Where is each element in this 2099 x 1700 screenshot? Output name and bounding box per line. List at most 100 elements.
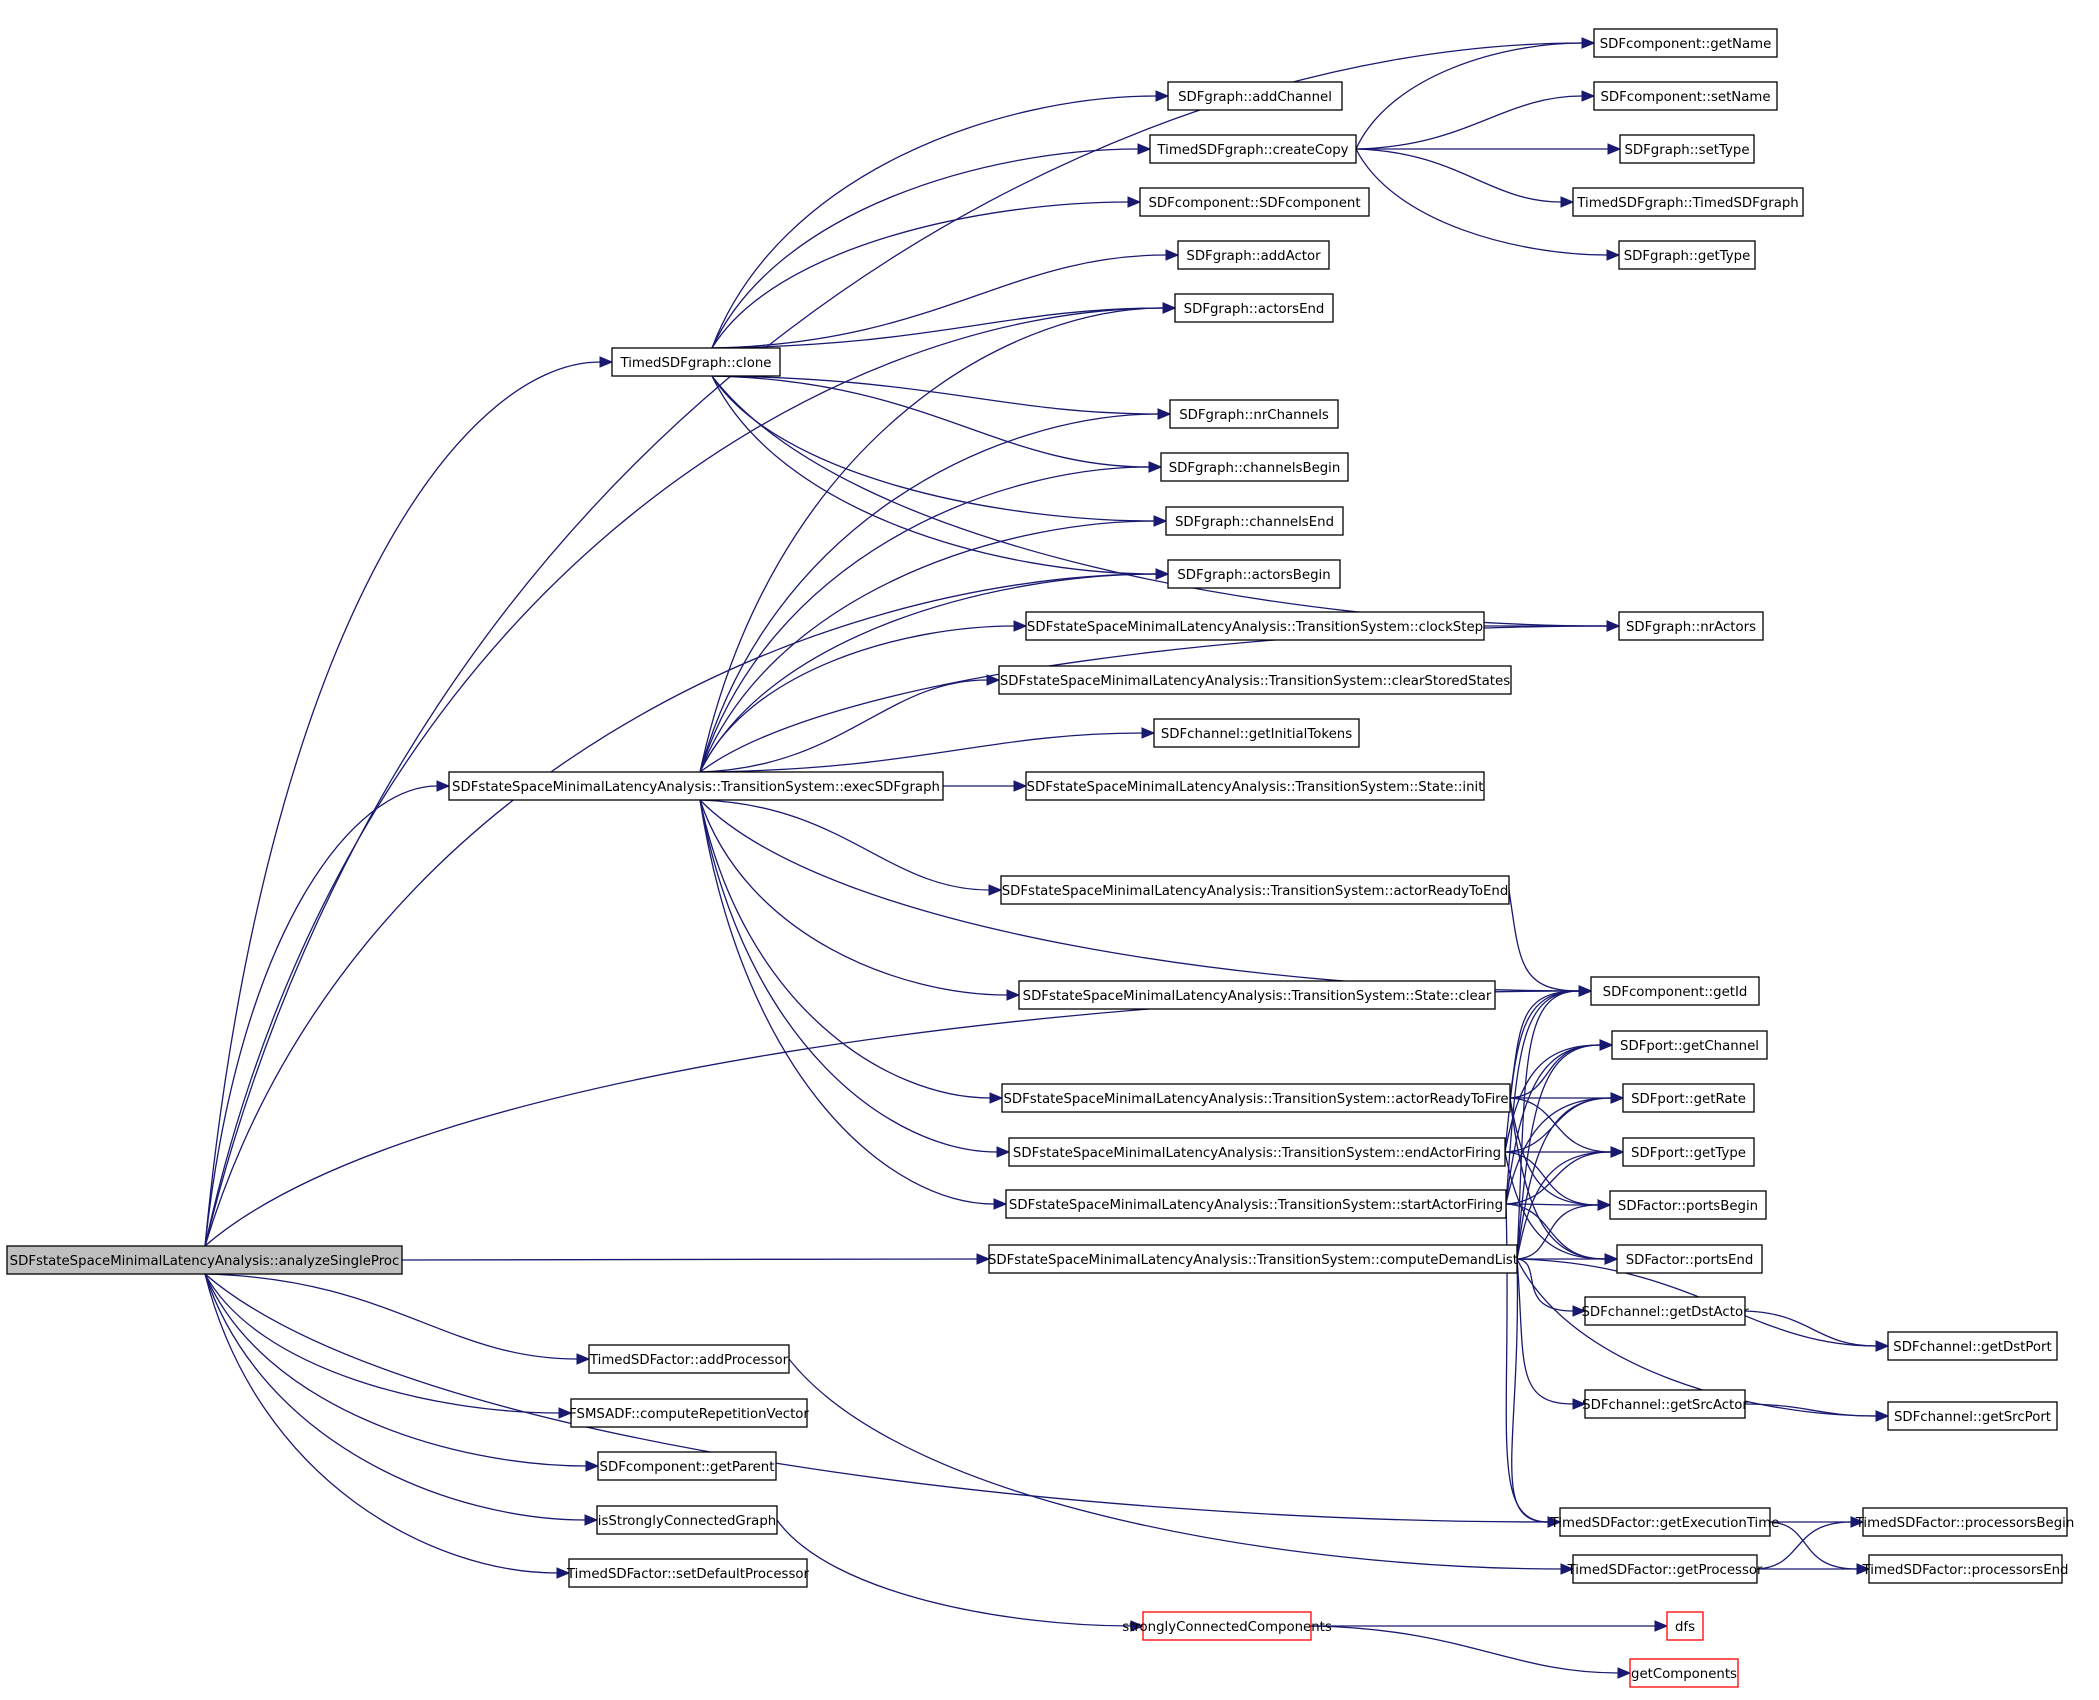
node-box[interactable] [1622, 1137, 1755, 1167]
node-box[interactable] [998, 665, 1512, 695]
node-root[interactable]: SDFstateSpaceMinimalLatencyAnalysis::ana… [6, 1245, 403, 1275]
node-sdfcomponent[interactable]: SDFcomponent::SDFcomponent [1139, 187, 1370, 217]
node-box[interactable] [1618, 240, 1756, 270]
node-port-get-type[interactable]: SDFport::getType [1622, 1137, 1755, 1167]
node-set-default-processor[interactable]: TimedSDFactor::setDefaultProcessor [566, 1558, 810, 1588]
node-box[interactable] [1593, 81, 1778, 111]
node-actors-end[interactable]: SDFgraph::actorsEnd [1174, 293, 1334, 323]
node-channels-end[interactable]: SDFgraph::channelsEnd [1165, 506, 1344, 536]
node-box[interactable] [1160, 452, 1349, 482]
node-create-copy[interactable]: TimedSDFgraph::createCopy [1149, 134, 1357, 164]
node-start-actor-firing[interactable]: SDFstateSpaceMinimalLatencyAnalysis::Tra… [1005, 1189, 1507, 1219]
node-add-channel[interactable]: SDFgraph::addChannel [1167, 81, 1343, 111]
node-box[interactable] [1167, 559, 1341, 589]
node-box[interactable] [1618, 611, 1764, 641]
node-get-name[interactable]: SDFcomponent::getName [1593, 28, 1778, 58]
node-actor-ready-to-end[interactable]: SDFstateSpaceMinimalLatencyAnalysis::Tra… [1000, 875, 1510, 905]
node-timedsdfgraph[interactable]: TimedSDFgraph::TimedSDFgraph [1572, 187, 1804, 217]
node-set-type[interactable]: SDFgraph::setType [1619, 134, 1755, 164]
node-box[interactable] [611, 347, 781, 377]
node-get-components[interactable]: getComponents [1629, 1658, 1739, 1688]
node-box[interactable] [1862, 1507, 2068, 1537]
node-add-actor[interactable]: SDFgraph::addActor [1177, 240, 1330, 270]
node-box[interactable] [1559, 1507, 1771, 1537]
node-box[interactable] [1609, 1190, 1767, 1220]
node-is-strongly-connected-graph[interactable]: isStronglyConnectedGraph [596, 1505, 778, 1535]
node-box[interactable] [597, 1451, 777, 1481]
node-box[interactable] [1139, 187, 1370, 217]
node-box[interactable] [1153, 718, 1360, 748]
node-box[interactable] [1887, 1401, 2058, 1431]
node-box[interactable] [1018, 980, 1496, 1010]
node-box[interactable] [570, 1398, 808, 1428]
node-box[interactable] [568, 1558, 808, 1588]
node-box[interactable] [1611, 1030, 1768, 1060]
node-box[interactable] [1629, 1658, 1739, 1688]
node-box[interactable] [1177, 240, 1330, 270]
node-get-type[interactable]: SDFgraph::getType [1618, 240, 1756, 270]
node-box[interactable] [1169, 399, 1339, 429]
node-add-processor[interactable]: TimedSDFactor::addProcessor [588, 1344, 790, 1374]
node-get-parent[interactable]: SDFcomponent::getParent [597, 1451, 777, 1481]
node-box[interactable] [1584, 1296, 1746, 1326]
node-box[interactable] [1868, 1554, 2063, 1584]
node-box[interactable] [448, 771, 944, 801]
node-box[interactable] [1005, 1189, 1507, 1219]
node-box[interactable] [1584, 1389, 1746, 1419]
node-end-actor-firing[interactable]: SDFstateSpaceMinimalLatencyAnalysis::Tra… [1008, 1137, 1506, 1167]
node-state-clear[interactable]: SDFstateSpaceMinimalLatencyAnalysis::Tra… [1018, 980, 1496, 1010]
node-get-initial-tokens[interactable]: SDFchannel::getInitialTokens [1153, 718, 1360, 748]
node-get-dst-port[interactable]: SDFchannel::getDstPort [1887, 1331, 2058, 1361]
node-box[interactable] [1572, 1554, 1758, 1584]
node-get-src-actor[interactable]: SDFchannel::getSrcActor [1582, 1389, 1748, 1419]
node-box[interactable] [1887, 1331, 2058, 1361]
node-exec-sdfgraph[interactable]: SDFstateSpaceMinimalLatencyAnalysis::Tra… [448, 771, 944, 801]
node-box[interactable] [596, 1505, 778, 1535]
node-box[interactable] [1025, 771, 1485, 801]
node-box[interactable] [1590, 976, 1760, 1006]
node-box[interactable] [6, 1245, 403, 1275]
node-ports-end[interactable]: SDFactor::portsEnd [1616, 1244, 1763, 1274]
node-box[interactable] [1622, 1083, 1755, 1113]
node-get-execution-time[interactable]: TimedSDFactor::getExecutionTime [1550, 1507, 1780, 1537]
node-box[interactable] [588, 1344, 790, 1374]
node-box[interactable] [988, 1244, 1518, 1274]
node-box[interactable] [1619, 134, 1755, 164]
node-actors-begin[interactable]: SDFgraph::actorsBegin [1167, 559, 1341, 589]
node-compute-demand-list[interactable]: SDFstateSpaceMinimalLatencyAnalysis::Tra… [988, 1244, 1518, 1274]
node-clock-step[interactable]: SDFstateSpaceMinimalLatencyAnalysis::Tra… [1025, 611, 1485, 641]
node-get-src-port[interactable]: SDFchannel::getSrcPort [1887, 1401, 2058, 1431]
node-box[interactable] [1572, 187, 1804, 217]
node-nr-channels[interactable]: SDFgraph::nrChannels [1169, 399, 1339, 429]
node-box[interactable] [1167, 81, 1343, 111]
node-box[interactable] [1616, 1244, 1763, 1274]
node-get-channel[interactable]: SDFport::getChannel [1611, 1030, 1768, 1060]
node-dfs[interactable]: dfs [1666, 1611, 1704, 1641]
node-state-init[interactable]: SDFstateSpaceMinimalLatencyAnalysis::Tra… [1025, 771, 1485, 801]
node-get-dst-actor[interactable]: SDFchannel::getDstActor [1581, 1296, 1749, 1326]
node-box[interactable] [1149, 134, 1357, 164]
node-box[interactable] [1165, 506, 1344, 536]
node-clear-stored-states[interactable]: SDFstateSpaceMinimalLatencyAnalysis::Tra… [998, 665, 1512, 695]
node-get-rate[interactable]: SDFport::getRate [1622, 1083, 1755, 1113]
node-nr-actors[interactable]: SDFgraph::nrActors [1618, 611, 1764, 641]
node-processors-begin[interactable]: TimedSDFactor::processorsBegin [1855, 1507, 2075, 1537]
node-actor-ready-to-fire[interactable]: SDFstateSpaceMinimalLatencyAnalysis::Tra… [1001, 1083, 1511, 1113]
node-ports-begin[interactable]: SDFactor::portsBegin [1609, 1190, 1767, 1220]
node-get-id[interactable]: SDFcomponent::getId [1590, 976, 1760, 1006]
node-compute-repetition-vector[interactable]: FSMSADF::computeRepetitionVector [569, 1398, 809, 1428]
node-processors-end[interactable]: TimedSDFactor::processorsEnd [1862, 1554, 2069, 1584]
node-scc[interactable]: stronglyConnectedComponents [1122, 1611, 1332, 1641]
node-get-processor[interactable]: TimedSDFactor::getProcessor [1567, 1554, 1763, 1584]
node-box[interactable] [1001, 1083, 1511, 1113]
node-box[interactable] [1666, 1611, 1704, 1641]
node-box[interactable] [1593, 28, 1778, 58]
node-set-name[interactable]: SDFcomponent::setName [1593, 81, 1778, 111]
node-box[interactable] [1000, 875, 1510, 905]
node-channels-begin[interactable]: SDFgraph::channelsBegin [1160, 452, 1349, 482]
node-clone[interactable]: TimedSDFgraph::clone [611, 347, 781, 377]
node-box[interactable] [1142, 1611, 1312, 1641]
node-box[interactable] [1008, 1137, 1506, 1167]
node-box[interactable] [1025, 611, 1485, 641]
node-box[interactable] [1174, 293, 1334, 323]
